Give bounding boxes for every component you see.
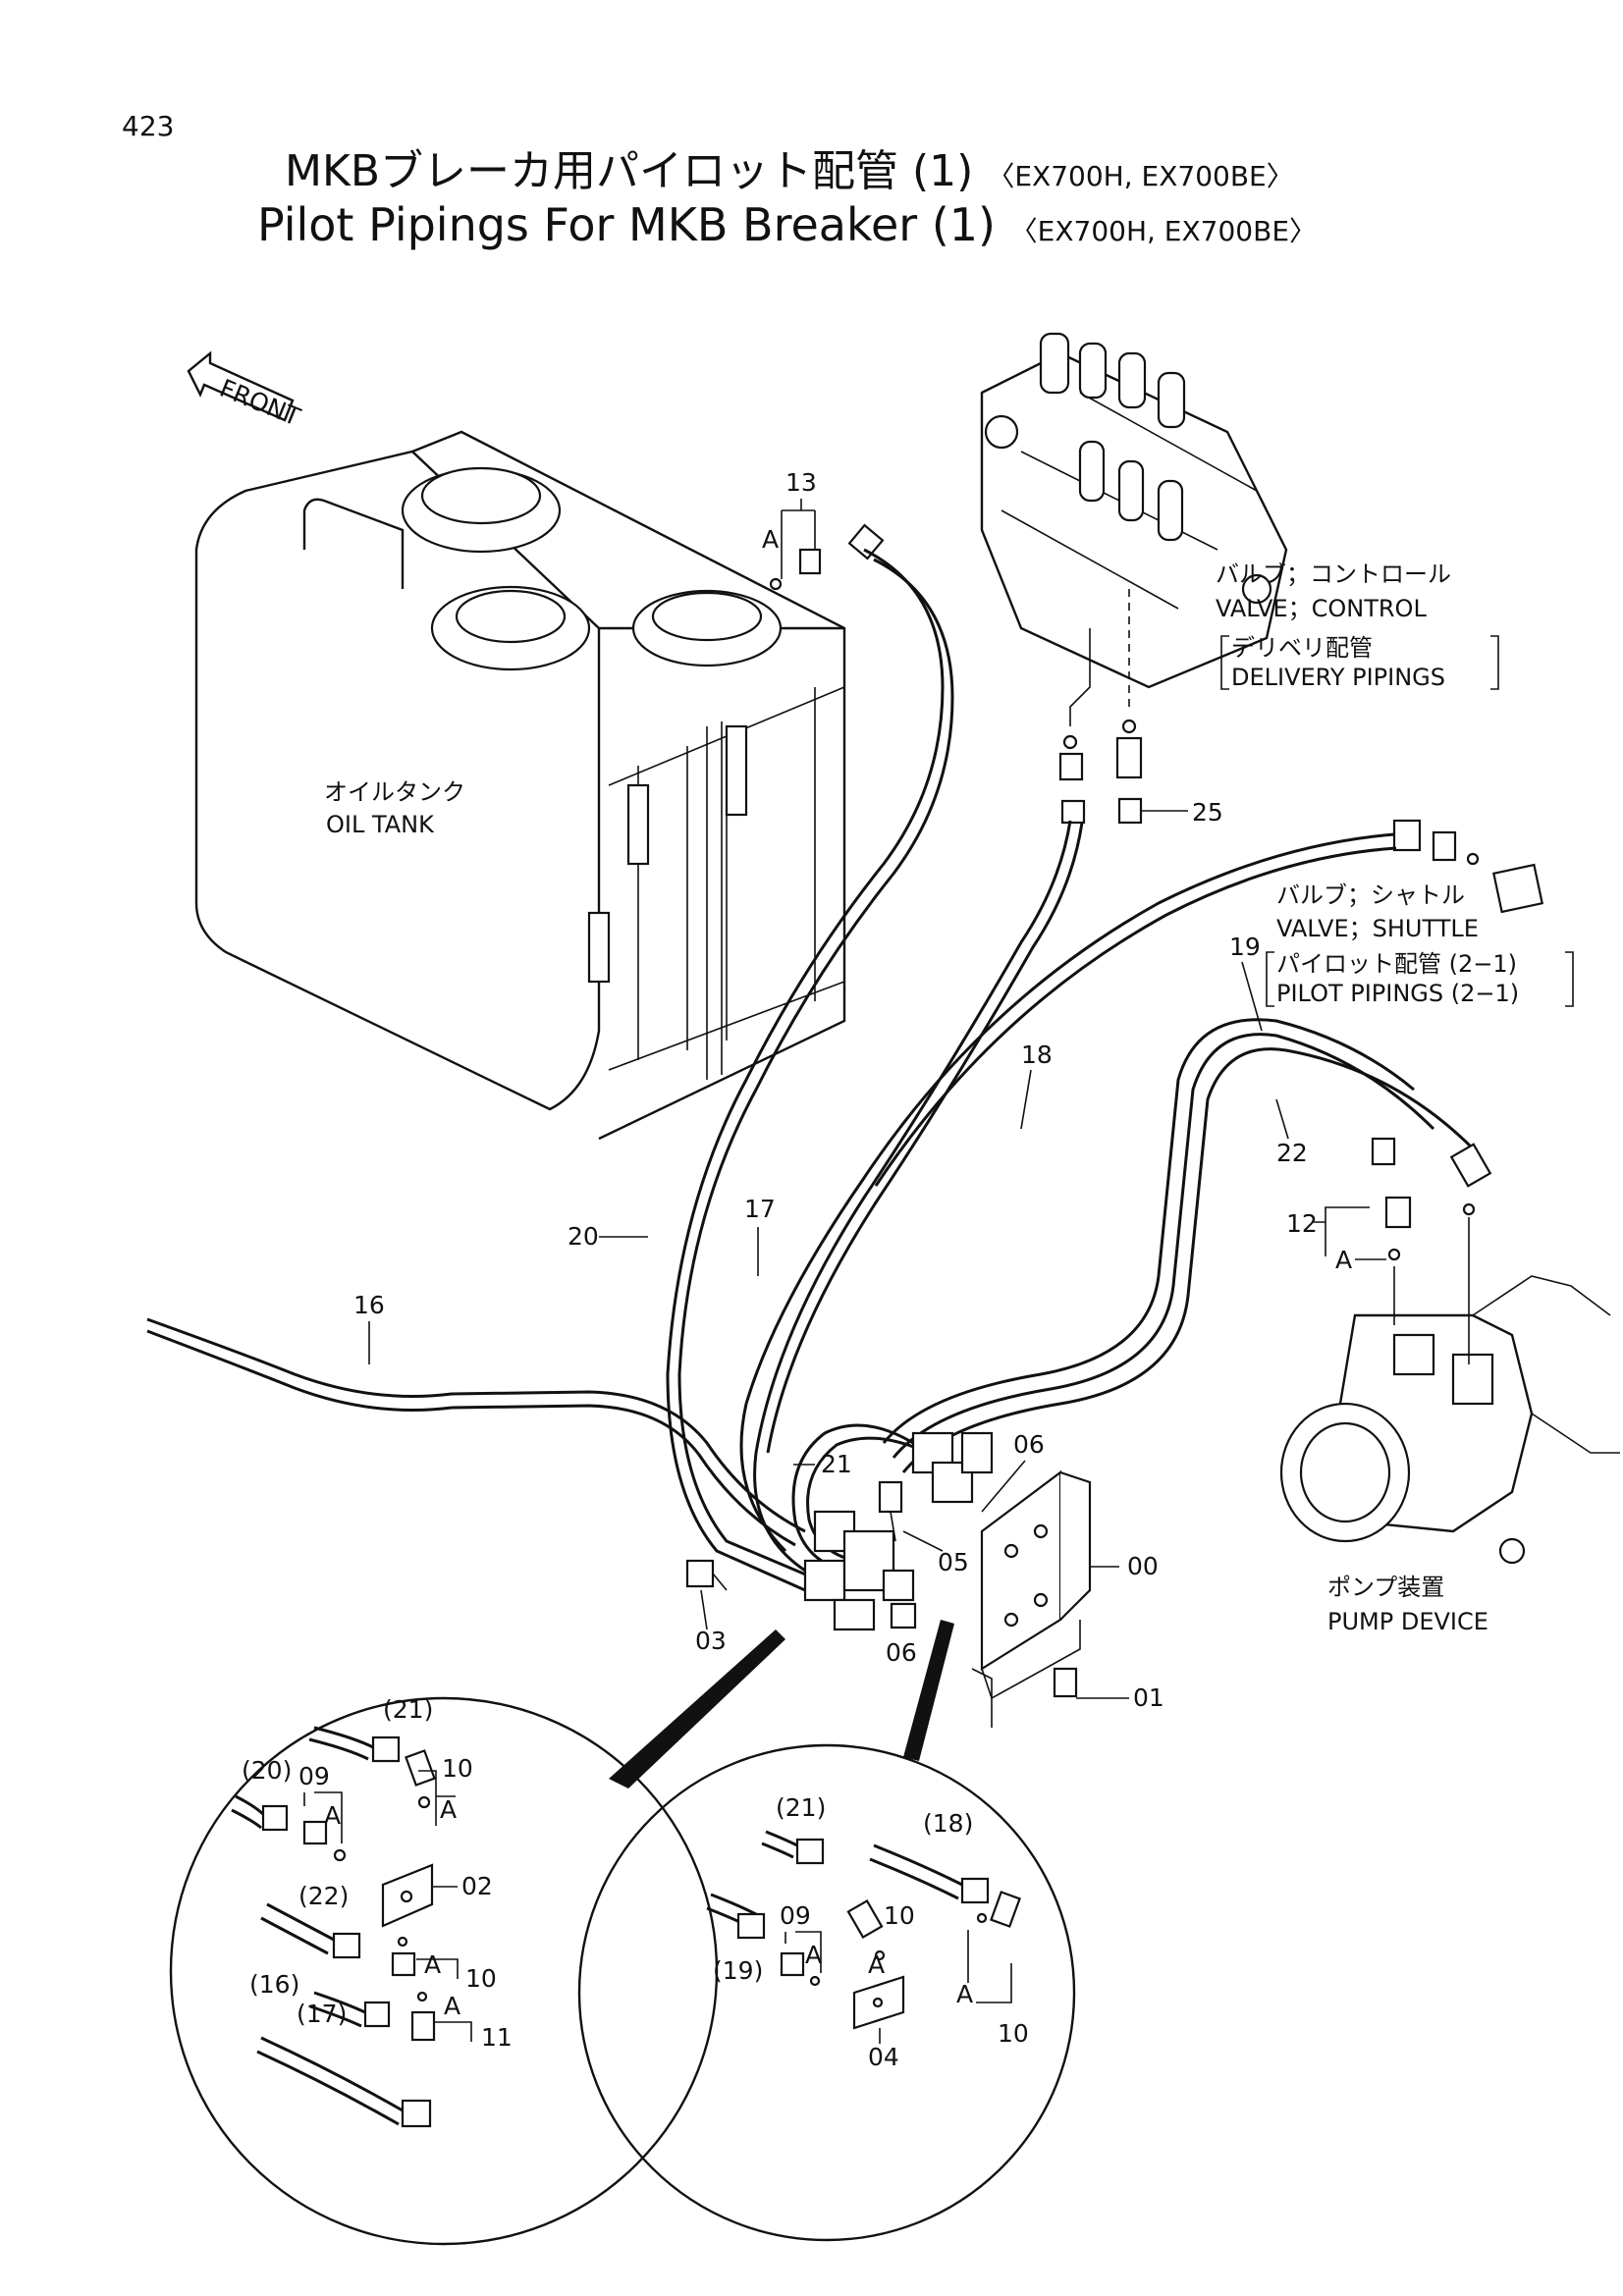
dl-tag-a-mid: A xyxy=(324,1801,341,1830)
dl-callout-11: 11 xyxy=(481,2023,513,2052)
dr-tag-a-right: A xyxy=(956,1980,973,2008)
connector-cluster xyxy=(685,1431,994,1631)
dr-callout-19: (19) xyxy=(713,1956,763,1985)
pump-device-drawing: ポンプ装置 PUMP DEVICE xyxy=(1279,1275,1620,1635)
callout-05: 05 xyxy=(938,1548,969,1576)
dl-callout-22: (22) xyxy=(298,1882,349,1910)
callout-00: 00 xyxy=(1127,1552,1159,1580)
oil-tank-label-en: OIL TANK xyxy=(326,811,435,838)
callout-01: 01 xyxy=(1133,1683,1164,1712)
dl-tag-a-bottom: A xyxy=(444,1992,460,2020)
main-callouts: 19 18 22 20 17 16 21 06 05 03 06 xyxy=(353,933,1308,1667)
dr-callout-04: 04 xyxy=(868,2043,899,2071)
dl-callout-10-bottom: 10 xyxy=(465,1964,497,1993)
tag-a-12: A xyxy=(1335,1246,1352,1274)
dl-tag-a-lower: A xyxy=(424,1950,441,1979)
delivery-pipings-label-jp: デリベリ配管 xyxy=(1231,634,1373,662)
title-jp-models: 〈EX700H, EX700BE〉 xyxy=(987,160,1294,192)
oil-tank-label-jp: オイルタンク xyxy=(324,778,465,806)
dl-callout-20: (20) xyxy=(242,1756,292,1785)
valve-fittings: 25 xyxy=(1058,589,1223,827)
detail-leaders xyxy=(609,1620,954,1789)
fitting-13: 13 A xyxy=(762,468,885,591)
pump-device-label-jp: ポンプ装置 xyxy=(1327,1574,1444,1601)
bracket-00: 00 01 xyxy=(971,1469,1164,1728)
pilot-pipings-label-jp: パイロット配管 (2−1) xyxy=(1276,950,1517,978)
pump-device-label-en: PUMP DEVICE xyxy=(1327,1608,1488,1635)
dl-callout-02: 02 xyxy=(461,1872,493,1900)
title-en-text: Pilot Pipings For MKB Breaker (1) xyxy=(257,198,996,251)
pilot-pipings-label-en: PILOT PIPINGS (2−1) xyxy=(1276,980,1519,1007)
dl-tag-a-top: A xyxy=(440,1795,457,1824)
detail-left: (21) 10 A (20) 09 A 02 (22) A 10 (16) (1… xyxy=(169,1695,719,2246)
callout-25: 25 xyxy=(1192,798,1223,827)
dr-callout-09: 09 xyxy=(780,1901,811,1930)
dr-callout-18: (18) xyxy=(923,1809,973,1838)
control-valve-label-en: VALVE；CONTROL xyxy=(1216,595,1427,622)
callout-21: 21 xyxy=(821,1450,852,1478)
callout-12: 12 xyxy=(1286,1209,1318,1238)
callout-22: 22 xyxy=(1276,1139,1308,1167)
page-number: 423 xyxy=(122,110,175,142)
dl-callout-10-top: 10 xyxy=(442,1754,473,1783)
front-label: FRONT xyxy=(216,374,305,432)
title-english: Pilot Pipings For MKB Breaker (1) 〈EX700… xyxy=(257,198,1317,251)
shuttle-valve-label-en: VALVE；SHUTTLE xyxy=(1276,915,1479,942)
oil-tank-drawing: オイルタンク OIL TANK xyxy=(194,430,846,1141)
dr-callout-10-top: 10 xyxy=(884,1901,915,1930)
callout-13: 13 xyxy=(785,468,817,497)
callout-17: 17 xyxy=(744,1195,776,1223)
detail-right: (21) (18) 10 09 A (19) A 04 A 10 xyxy=(577,1743,1076,2242)
dr-callout-10-bottom: 10 xyxy=(998,2019,1029,2048)
dl-callout-21: (21) xyxy=(383,1695,433,1724)
callout-16: 16 xyxy=(353,1291,385,1319)
tag-a-13: A xyxy=(762,525,779,554)
dr-callout-21: (21) xyxy=(776,1793,826,1822)
title-jp-text: MKBブレーカ用パイロット配管 (1) xyxy=(285,146,974,196)
delivery-pipings-label-en: DELIVERY PIPINGS xyxy=(1231,664,1445,691)
front-arrow-icon: FRONT xyxy=(187,350,305,432)
fitting-12: 12 A xyxy=(1286,1137,1492,1364)
callout-20: 20 xyxy=(568,1222,599,1251)
callout-06-bottom: 06 xyxy=(886,1638,917,1667)
title-japanese: MKBブレーカ用パイロット配管 (1) 〈EX700H, EX700BE〉 xyxy=(285,135,1294,198)
dl-callout-09: 09 xyxy=(298,1762,330,1790)
dr-tag-a-mid: A xyxy=(868,1950,885,1979)
shuttle-valve-label-jp: バルブ；シャトル xyxy=(1276,881,1465,909)
hoses xyxy=(146,548,1475,1592)
dl-callout-17: (17) xyxy=(297,2000,347,2028)
control-valve-label-jp: バルブ；コントロール xyxy=(1216,561,1451,588)
callout-18: 18 xyxy=(1021,1041,1053,1069)
dl-callout-16: (16) xyxy=(249,1970,299,1999)
control-valve-drawing: バルブ；コントロール VALVE；CONTROL デリベリ配管 DELIVERY… xyxy=(980,332,1499,691)
callout-06-top: 06 xyxy=(1013,1430,1045,1459)
shuttle-valve-drawing: バルブ；シャトル VALVE；SHUTTLE パイロット配管 (2−1) PIL… xyxy=(1266,819,1574,1007)
title-en-models: 〈EX700H, EX700BE〉 xyxy=(1009,215,1318,247)
callout-03: 03 xyxy=(695,1627,727,1655)
dr-tag-a-left: A xyxy=(805,1941,822,1969)
callout-19: 19 xyxy=(1229,933,1261,961)
